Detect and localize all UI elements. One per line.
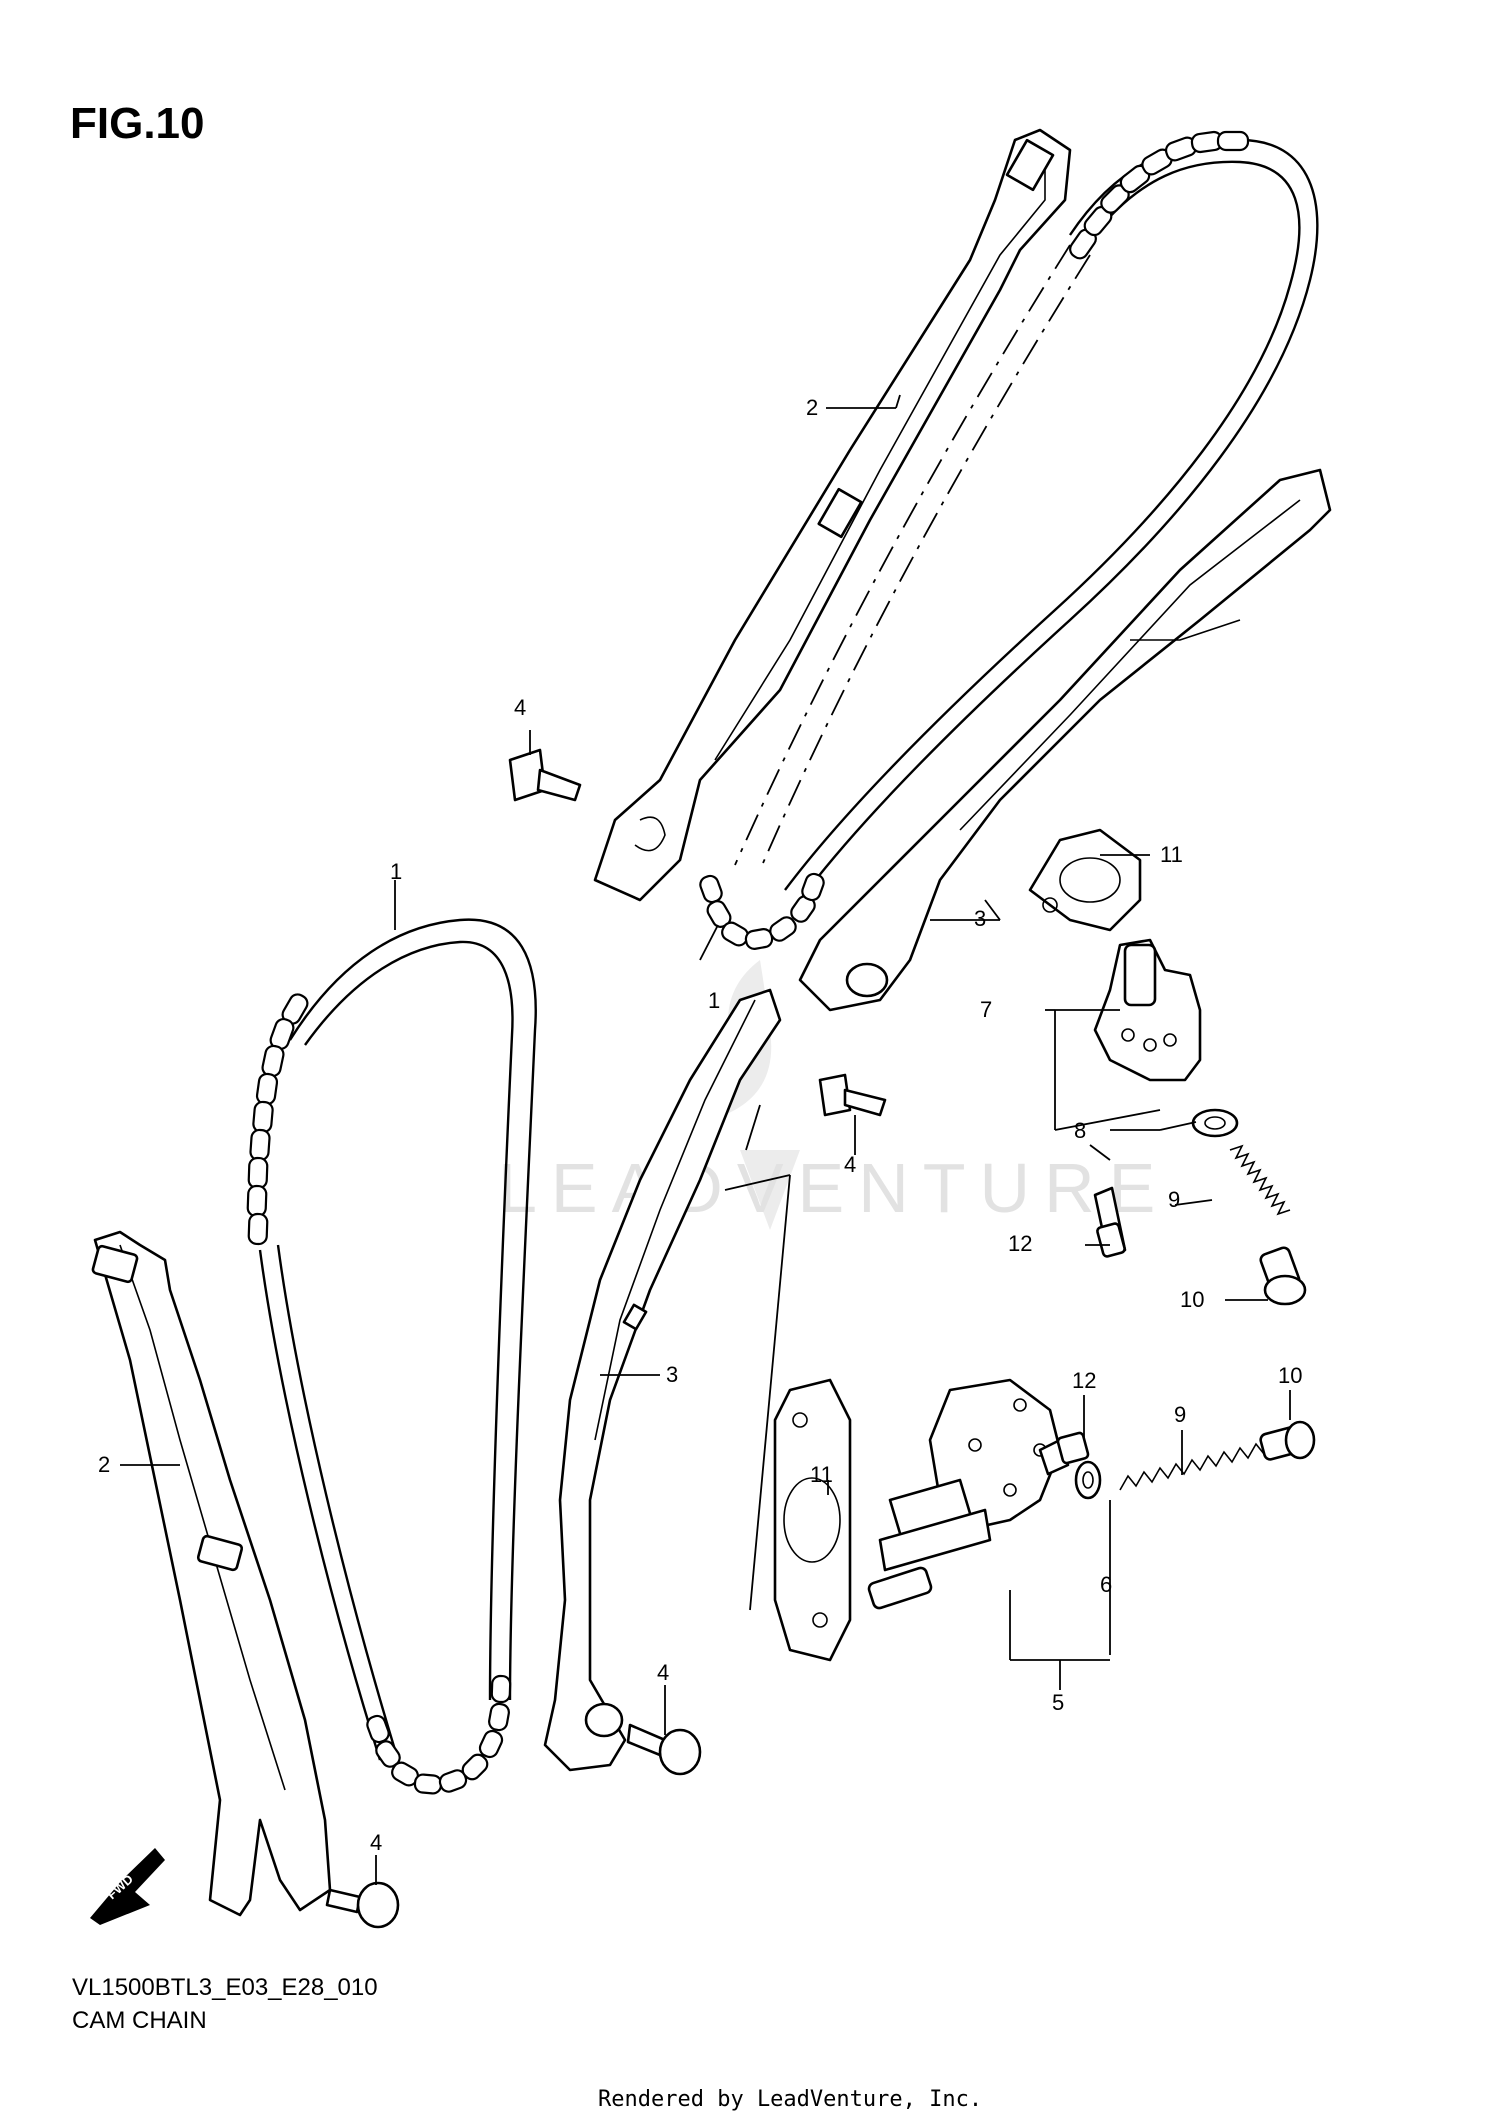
- chain-guide-upper: [593, 128, 1072, 902]
- callout-11-lower: 11: [810, 1462, 833, 1487]
- callout-9-lower: 9: [1174, 1402, 1186, 1427]
- chain-links-bottom: [699, 872, 825, 950]
- tensioner-arm-lower: [543, 988, 782, 1772]
- bolt-lower-guide: [325, 1881, 400, 1929]
- spring-9-lower: [1119, 1435, 1289, 1491]
- tensioner-assembly-upper: [1093, 938, 1239, 1138]
- fwd-arrow-icon: FWD: [90, 1848, 165, 1925]
- callout-10-upper: 10: [1180, 1287, 1204, 1312]
- watermark-text: LEADVENTURE: [498, 1149, 1169, 1227]
- washer-6: [1074, 1460, 1102, 1500]
- model-code: VL1500BTL3_E03_E28_010: [72, 1974, 378, 2001]
- chain-links-top: [1069, 130, 1250, 260]
- bolt-middle: [818, 1073, 887, 1117]
- cam-chain-lower: [246, 918, 537, 1795]
- callout-2-left: 2: [98, 1452, 110, 1477]
- bolt-10-upper: [1259, 1246, 1307, 1306]
- cam-chain-upper: [699, 130, 1319, 950]
- callout-4-upper: 4: [514, 695, 526, 720]
- callout-12-lower: 12: [1072, 1368, 1096, 1393]
- callout-1-top: 1: [708, 988, 720, 1013]
- bolt-10-lower: [1259, 1420, 1316, 1461]
- callout-7: 7: [980, 997, 992, 1022]
- leader-lines: [120, 394, 1291, 1885]
- gasket-lower: [773, 1378, 852, 1662]
- chain-links-left: [246, 993, 309, 1246]
- bolt-12-upper: [1093, 1186, 1127, 1258]
- chain-guide-lower: [91, 1230, 332, 1917]
- callout-6: 6: [1100, 1572, 1112, 1597]
- tensioner-assembly-lower: [867, 1378, 1062, 1610]
- callout-5: 5: [1052, 1690, 1064, 1715]
- watermark: LEADVENTURE: [498, 960, 1169, 1230]
- spring-9-upper: [1229, 1144, 1291, 1216]
- rendered-by: Rendered by LeadVenture, Inc.: [598, 2087, 982, 2112]
- callout-4-lower-mid: 4: [657, 1660, 669, 1685]
- gasket-upper: [1028, 828, 1142, 932]
- callout-4-lower-left: 4: [370, 1830, 382, 1855]
- callout-3-mid: 3: [666, 1362, 678, 1387]
- callout-3-top: 3: [974, 906, 986, 931]
- bolt-upper-guide: [508, 748, 582, 802]
- figure-title: FIG.10: [70, 99, 205, 148]
- callout-10-lower: 10: [1278, 1363, 1302, 1388]
- callout-12-upper: 12: [1008, 1231, 1032, 1256]
- callout-11-upper: 11: [1160, 842, 1183, 867]
- callout-8: 8: [1074, 1118, 1086, 1143]
- callout-2-top: 2: [806, 395, 818, 420]
- callout-4-middle: 4: [844, 1152, 856, 1177]
- chain-links-bottom-lower: [366, 1674, 512, 1795]
- section-name: CAM CHAIN: [72, 2007, 207, 2034]
- callout-1-left: 1: [390, 859, 402, 884]
- bolt-12-lower: [1038, 1431, 1090, 1476]
- bolt-lower-arm: [626, 1723, 702, 1776]
- tensioner-arm-upper: [798, 468, 1332, 1012]
- callout-9-upper: 9: [1168, 1187, 1180, 1212]
